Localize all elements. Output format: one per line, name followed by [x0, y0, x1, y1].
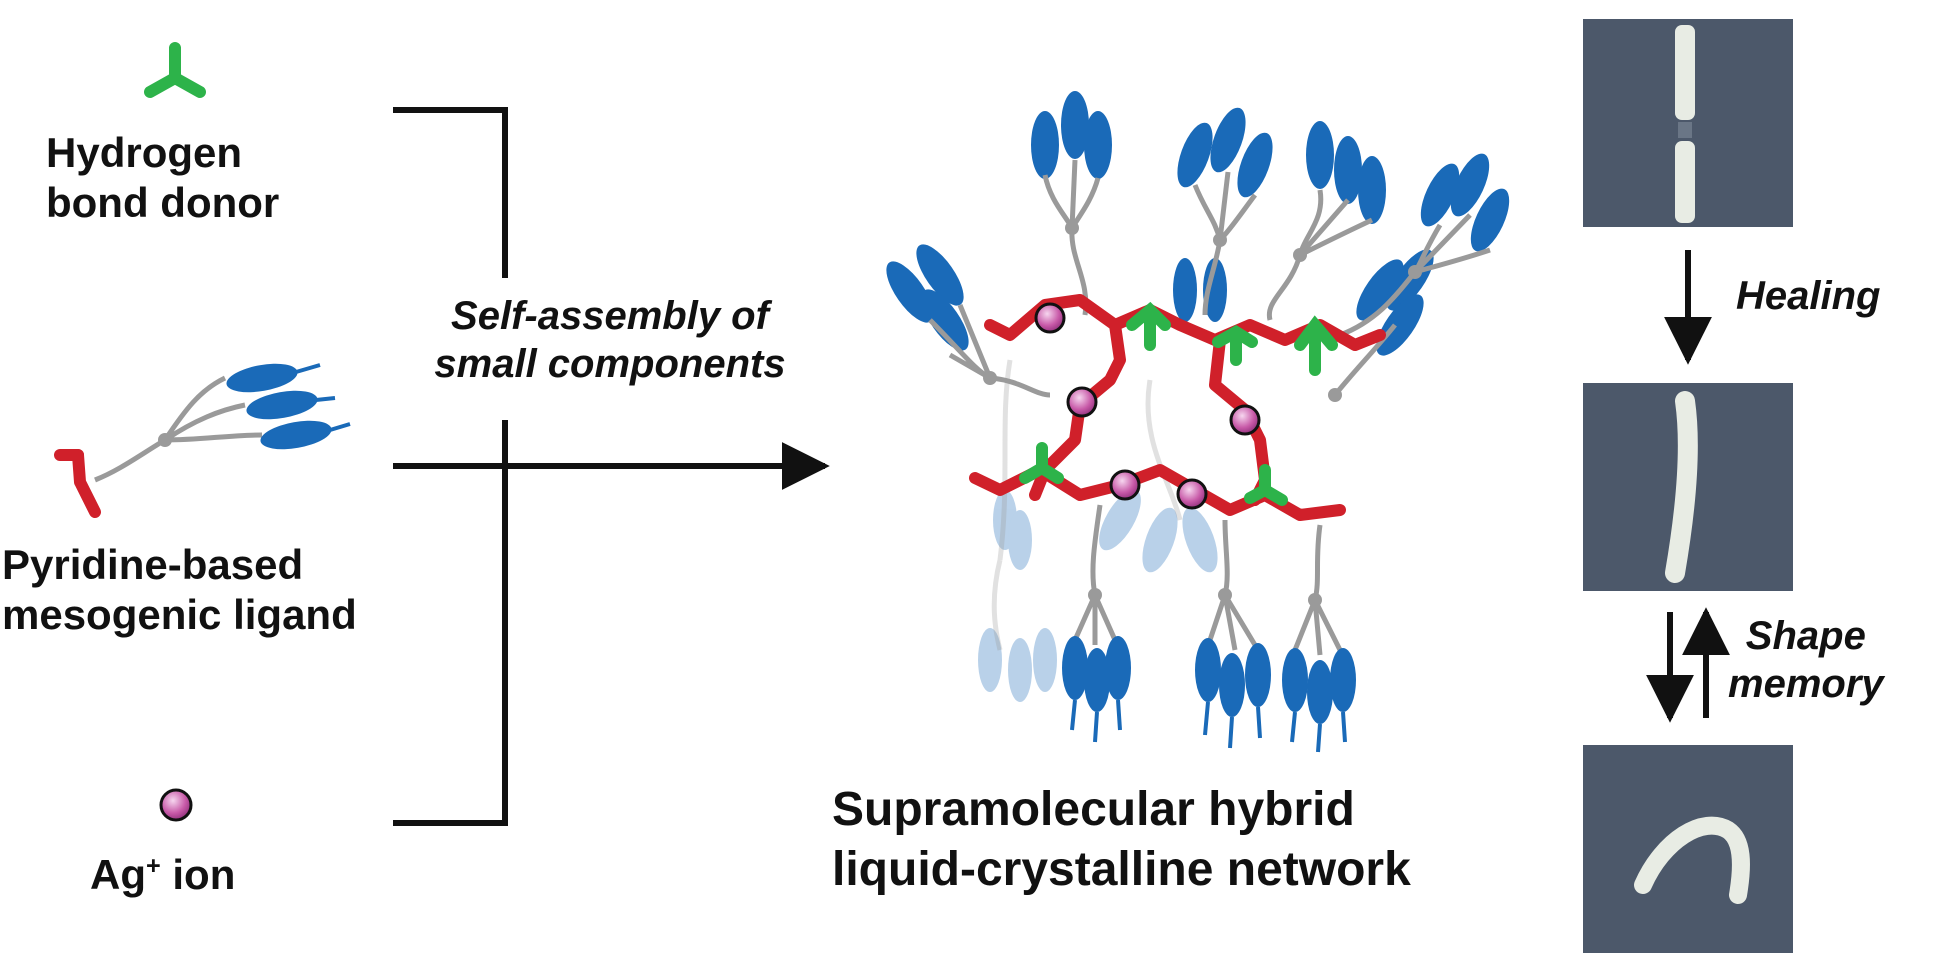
- donor-label-line-1: Hydrogen: [46, 129, 243, 176]
- process-label-line-1: Self-assembly of: [451, 294, 769, 338]
- shape-memory-label-line-1: Shape: [1745, 614, 1866, 658]
- ion-label-suffix: ion: [160, 851, 236, 898]
- network-title-line-1: Supramolecular hybrid: [832, 783, 1355, 836]
- network-title: Supramolecular hybrid liquid-crystalline…: [832, 780, 1411, 900]
- shape-memory-label: Shape memory: [1728, 612, 1884, 708]
- process-label-line-2: small components: [434, 342, 786, 386]
- ion-label-charge: +: [146, 852, 161, 880]
- hydrogen-bond-donor-icon: [144, 42, 206, 98]
- healing-label: Healing: [1736, 274, 1881, 318]
- photo-bent-sample: [1583, 745, 1793, 953]
- photo-cut-sample: [1583, 19, 1793, 227]
- mesogenic-ligand-icon: [54, 363, 351, 518]
- ion-label-prefix: Ag: [90, 851, 146, 898]
- ligand-label: Pyridine-based mesogenic ligand: [2, 540, 357, 641]
- assembly-bracket: [393, 107, 508, 826]
- donor-label-line-2: bond donor: [46, 179, 280, 227]
- ion-label: Ag+ ion: [90, 850, 235, 900]
- process-label: Self-assembly of small components: [380, 292, 840, 388]
- donor-label: Hydrogen bond donor: [46, 128, 279, 229]
- silver-ion-icon: [159, 788, 193, 822]
- network-illustration: [886, 91, 1510, 753]
- photo-healed-sample: [1583, 383, 1793, 591]
- shape-memory-label-line-2: memory: [1728, 662, 1884, 706]
- ligand-label-line-2: mesogenic ligand: [2, 591, 357, 639]
- ligand-label-line-1: Pyridine-based: [2, 541, 304, 588]
- network-title-line-2: liquid-crystalline network: [832, 843, 1411, 896]
